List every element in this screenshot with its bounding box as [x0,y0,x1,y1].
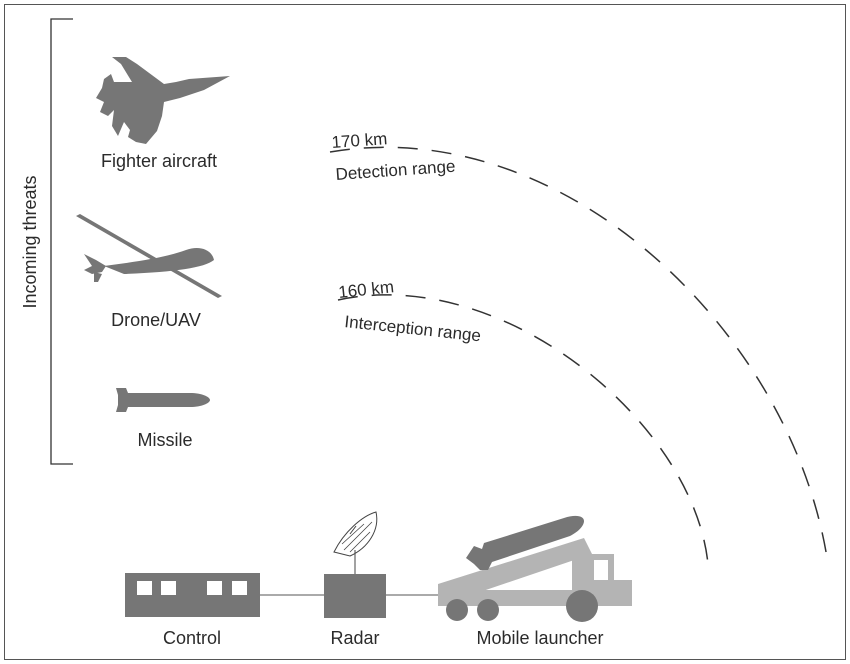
missile-label: Missile [137,430,192,450]
missile-icon [116,388,210,412]
drone-icon [76,214,222,298]
radar-dish-icon [333,511,378,557]
detection-range-arc [329,146,829,565]
fighter-jet-icon [96,57,230,144]
radar-dish-ribs [341,521,373,553]
drone-uav-label: Drone/UAV [111,310,201,330]
mobile-launcher [438,515,632,622]
control-label: Control [163,628,221,648]
interception-distance-label: 160 km [337,277,394,302]
cab-window [594,560,608,580]
outer-border [4,4,846,660]
launcher-missile-icon [466,515,584,570]
control-window [137,581,152,595]
radar-feed [349,525,357,535]
launcher-bed [438,590,578,606]
interception-range-label: Interception range [344,312,482,345]
detection-range-label: Detection range [335,157,456,184]
control-window [232,581,247,595]
launcher-wheel [477,599,499,621]
threats-bracket [50,18,73,465]
control-window [207,581,222,595]
radar-base [324,574,386,618]
control-unit [125,573,260,617]
control-window [161,581,176,595]
air-defense-diagram: Incoming threats Fighter aircraft Drone/… [4,4,846,660]
interception-range-arc [337,294,709,565]
mobile-launcher-label: Mobile launcher [476,628,603,648]
launcher-wheel [566,590,598,622]
radar-label: Radar [330,628,379,648]
fighter-aircraft-label: Fighter aircraft [101,151,217,171]
diagram-frame: Incoming threats Fighter aircraft Drone/… [4,4,846,660]
radar-unit [324,511,386,618]
incoming-threats-label: Incoming threats [20,175,40,308]
launcher-wheel [446,599,468,621]
detection-distance-label: 170 km [331,129,388,152]
launcher-rail [438,538,592,606]
